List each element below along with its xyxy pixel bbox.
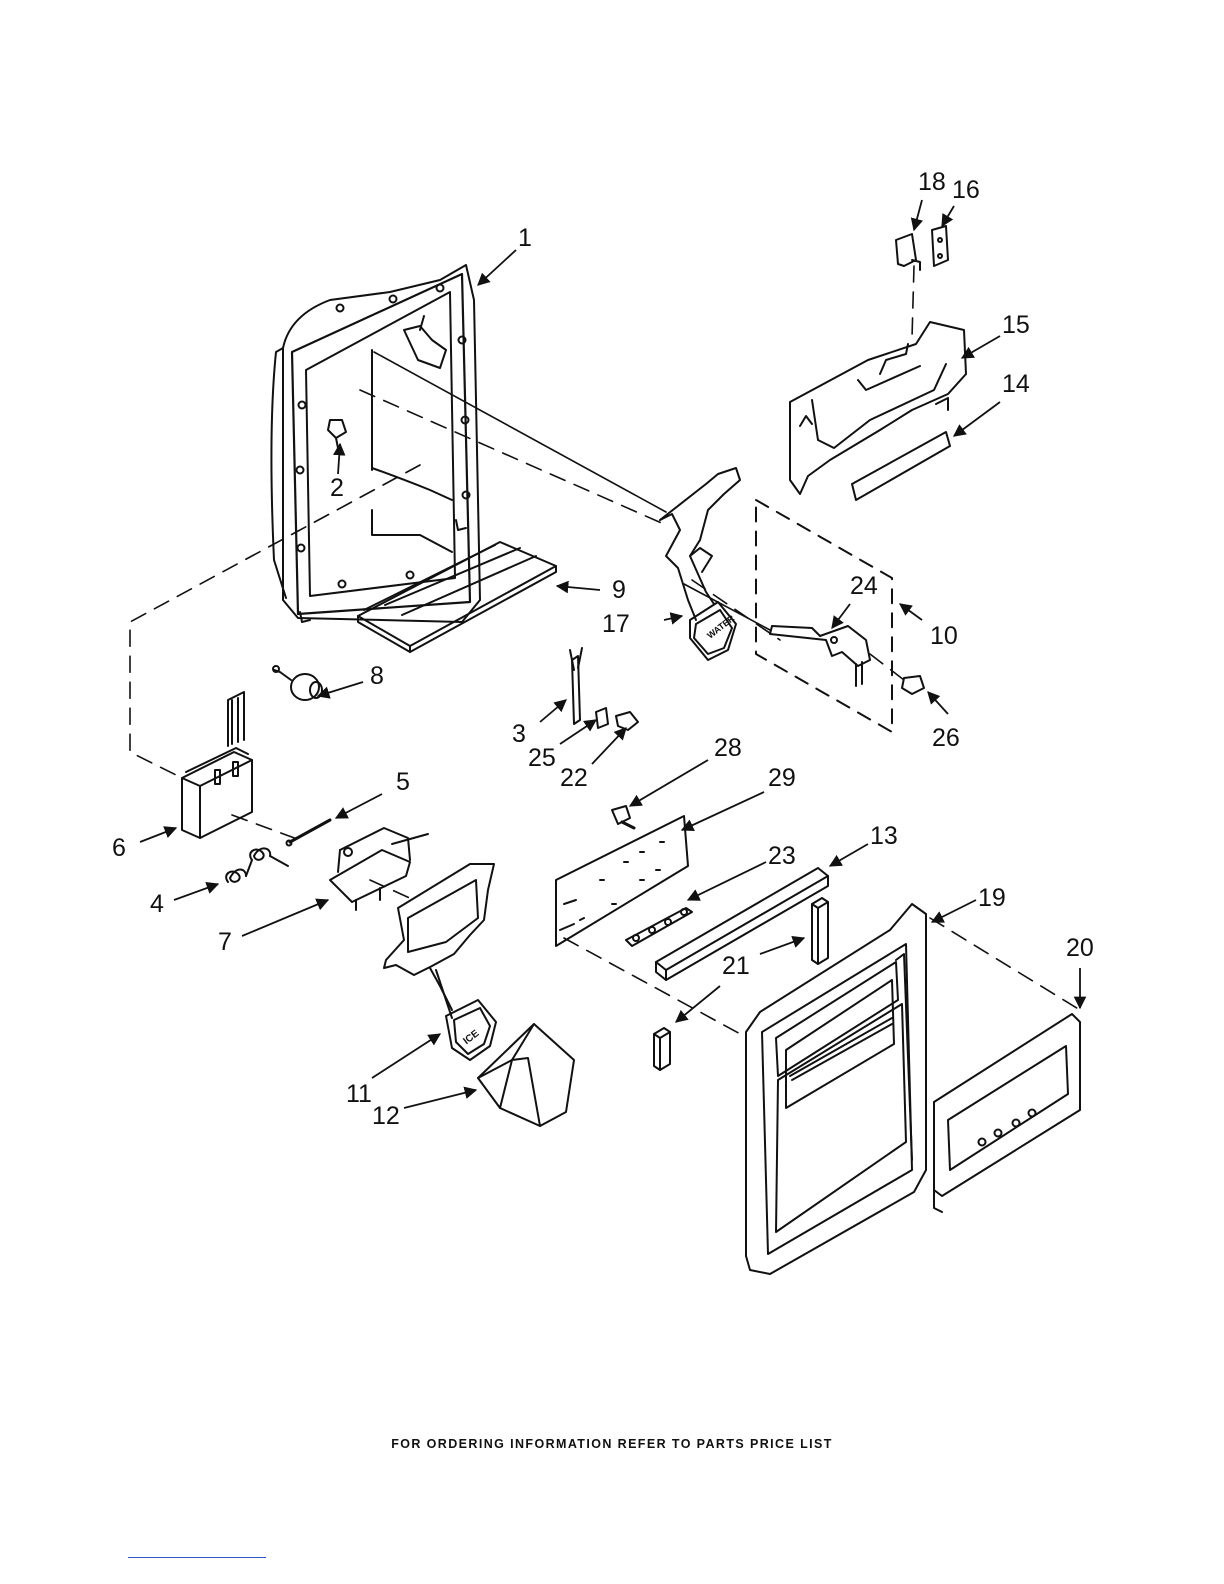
ice-paddle-label: ICE (461, 1028, 481, 1047)
callout-17: 17 (602, 610, 630, 638)
callout-25: 25 (528, 744, 556, 772)
callout-2: 2 (330, 474, 344, 502)
callout-24: 24 (850, 572, 878, 600)
callout-26: 26 (932, 724, 960, 752)
callout-11: 11 (346, 1080, 372, 1108)
part-19-frame (746, 904, 926, 1274)
part-21-foam-block-a (812, 898, 828, 964)
callout-19: 19 (978, 884, 1006, 912)
part-26-screw (902, 676, 924, 694)
callout-9: 9 (612, 576, 626, 604)
callout-1: 1 (518, 224, 532, 252)
leader-arrows (140, 200, 1080, 1108)
part-10-assembly-box (756, 500, 892, 732)
part-21-foam-block-b (654, 1028, 670, 1070)
callout-5: 5 (396, 768, 410, 796)
callout-16: 16 (952, 176, 980, 204)
part-5-pin (287, 820, 331, 846)
part-4-spring (226, 848, 288, 882)
callout-22: 22 (560, 764, 588, 792)
callout-29: 29 (768, 764, 796, 792)
part-16-insulator (932, 226, 948, 266)
part-3-clip (570, 648, 582, 724)
callout-10: 10 (930, 622, 958, 650)
callout-23: 23 (768, 842, 796, 870)
part-15-bracket (790, 322, 966, 494)
callout-7: 7 (218, 928, 232, 956)
part-20-trim-panel (934, 1014, 1080, 1212)
part-17-water-paddle (660, 468, 740, 660)
bottom-rule (128, 1557, 266, 1558)
part-25-spacer (596, 708, 608, 728)
callout-18: 18 (918, 168, 946, 196)
callout-12: 12 (372, 1102, 400, 1130)
part-8-knob (273, 666, 322, 700)
part-28-screw (612, 806, 634, 828)
part-18-switch (896, 234, 920, 270)
callout-15: 15 (1002, 311, 1030, 339)
part-24-lever (770, 626, 870, 686)
part-23-switch-strip (626, 908, 692, 946)
callout-3: 3 (512, 720, 526, 748)
callout-14: 14 (1002, 370, 1030, 398)
callout-8: 8 (370, 662, 384, 690)
callout-21: 21 (722, 952, 750, 980)
callout-20: 20 (1066, 934, 1094, 962)
part-9-drip-tray (358, 542, 556, 652)
part-14-strip (852, 432, 950, 500)
callout-4: 4 (150, 890, 164, 918)
ordering-info-footer: FOR ORDERING INFORMATION REFER TO PARTS … (0, 1437, 1224, 1451)
part-22-screw (616, 712, 638, 730)
callout-13: 13 (870, 822, 898, 850)
callout-numbers: 1 2 3 4 5 6 7 8 9 10 11 12 13 14 15 16 1… (112, 168, 1094, 1130)
part-6-solenoid (182, 692, 252, 838)
part-2-screw (328, 420, 346, 448)
callout-6: 6 (112, 834, 126, 862)
callout-28: 28 (714, 734, 742, 762)
